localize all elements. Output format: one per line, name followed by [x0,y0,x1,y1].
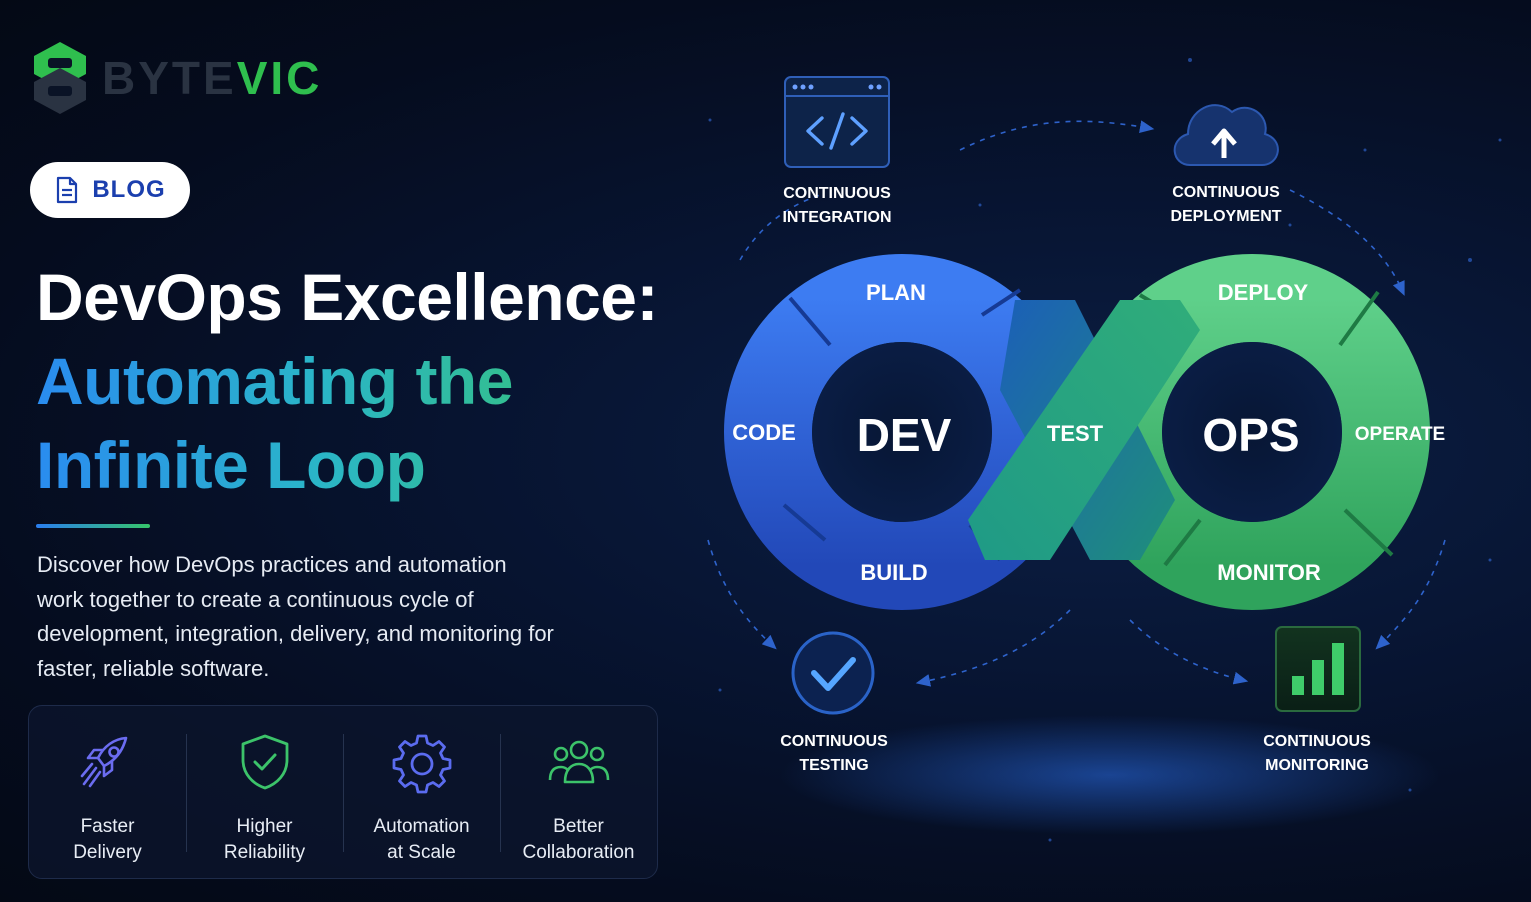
brand-logo[interactable]: BYTEVIC [30,40,322,116]
stage-monitor: MONITOR [1217,560,1321,585]
benefit-label: Automation at Scale [373,816,470,863]
title-line-2: Automating the [36,339,658,423]
page-title: DevOps Excellence: Automating the Infini… [36,255,659,507]
bar-chart-icon [1275,626,1361,712]
document-icon [57,176,78,204]
cloud-upload-icon [1173,104,1279,166]
benefits-panel: Faster Delivery Higher Reliability Autom… [28,705,658,879]
benefit-collaboration: Better Collaboration [500,706,657,878]
cm-line-2: MONITORING [1265,757,1369,774]
test-band [968,300,1200,560]
blog-label: BLOG [92,176,166,203]
benefit-label: Higher Reliability [223,816,306,863]
cd-line-2: DEPLOYMENT [1170,208,1281,225]
practice-continuous-integration: CONTINUOUS INTEGRATION [782,76,892,226]
ci-line-2: INTEGRATION [782,209,891,226]
stage-deploy: DEPLOY [1218,280,1309,305]
rocket-icon [80,736,127,788]
benefit-automation: Automation at Scale [343,706,500,878]
stage-code: CODE [732,420,796,445]
checkmark-circle-icon [791,631,875,715]
title-line-3: Infinite Loop [36,423,658,507]
blog-badge[interactable]: BLOG [30,162,190,218]
stage-operate: OPERATE [1355,424,1445,445]
benefit-faster-delivery: Faster Delivery [29,706,186,878]
devops-infinity-diagram: PLAN CODE BUILD TEST DEPLOY OPERATE MONI… [680,0,1531,902]
bytevic-logo-icon [34,42,86,114]
title-divider [36,524,150,528]
stage-build: BUILD [860,560,927,585]
ct-line-1: CONTINUOUS [780,733,888,750]
description: Discover how DevOps practices and automa… [37,552,554,681]
title-line-1: DevOps Excellence: [36,260,659,334]
gear-icon [392,734,451,794]
benefit-label: Better Collaboration [522,816,635,863]
practice-continuous-monitoring: CONTINUOUS MONITORING [1263,626,1371,774]
ops-label: OPS [1202,409,1299,461]
stage-test: TEST [1047,421,1104,446]
brand-name: BYTEVIC [102,52,323,104]
benefit-label: Faster Delivery [73,816,142,863]
practice-continuous-deployment: CONTINUOUS DEPLOYMENT [1170,104,1282,225]
dev-label: DEV [857,409,952,461]
practice-continuous-testing: CONTINUOUS TESTING [780,631,888,774]
code-window-icon [784,76,890,168]
benefit-higher-reliability: Higher Reliability [186,706,343,878]
people-icon [548,740,609,784]
stage-plan: PLAN [866,280,926,305]
ci-line-1: CONTINUOUS [783,185,891,202]
ct-line-2: TESTING [799,757,868,774]
cm-line-1: CONTINUOUS [1263,733,1371,750]
cd-line-1: CONTINUOUS [1172,184,1280,201]
shield-check-icon [241,734,288,790]
